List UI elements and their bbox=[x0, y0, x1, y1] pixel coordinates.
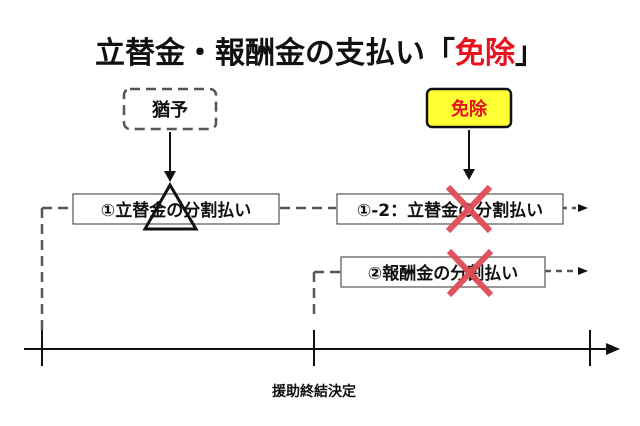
exemption-label: 免除 bbox=[425, 87, 513, 129]
axis-label-termination: 援助終結決定 bbox=[272, 383, 356, 400]
cross-icon bbox=[445, 184, 493, 234]
grace-label: 猶予 bbox=[122, 87, 218, 131]
page-title: 立替金・報酬金の支払い「免除」 bbox=[0, 28, 640, 72]
box1-text: ①立替金の分割払い bbox=[101, 200, 251, 221]
grace-arrow-head bbox=[164, 171, 176, 182]
triangle-icon bbox=[142, 182, 199, 231]
exemption-label-text: 免除 bbox=[451, 98, 488, 120]
title-prefix: 立替金・報酬金の支払い「 bbox=[95, 36, 455, 71]
timeline-arrow-head bbox=[606, 343, 620, 355]
box1-2-text: ①-2：立替金の分割払い bbox=[357, 200, 543, 221]
row2-arrow-head bbox=[578, 267, 588, 275]
title-highlight: 免除 bbox=[455, 36, 515, 71]
title-suffix: 」 bbox=[515, 36, 545, 71]
box-installment-1: ①立替金の分割払い bbox=[72, 193, 280, 225]
exemption-arrow-head bbox=[463, 169, 475, 180]
row1-arrow-head bbox=[578, 204, 588, 212]
box2-text: ②報酬金の分割払い bbox=[368, 263, 518, 284]
box-installment-1-2: ①-2：立替金の分割払い bbox=[336, 193, 564, 225]
cross-icon-2 bbox=[446, 248, 494, 298]
grace-label-text: 猶予 bbox=[151, 99, 188, 121]
box-installment-2: ②報酬金の分割払い bbox=[340, 256, 546, 288]
